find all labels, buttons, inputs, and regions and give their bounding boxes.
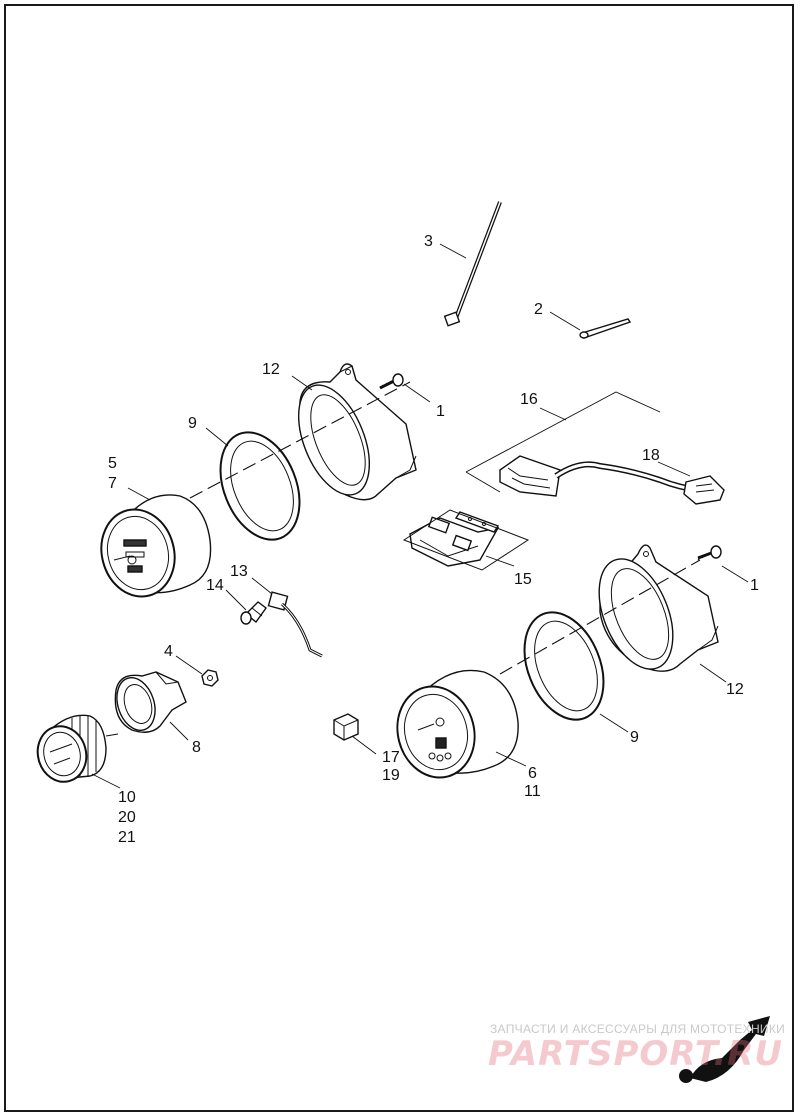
- axis-bottom: [499, 559, 701, 675]
- callout-16: 16: [520, 391, 538, 408]
- callout-19: 19: [382, 767, 400, 784]
- part-17-connector[interactable]: [333, 713, 359, 741]
- watermark-moto-icon: [679, 1016, 770, 1083]
- part-9-ring-top[interactable]: [206, 421, 315, 552]
- part-16-harness[interactable]: [465, 391, 725, 505]
- callout-1-top: 1: [436, 403, 445, 420]
- callout-12-top: 12: [262, 361, 280, 378]
- callout-15: 15: [514, 571, 532, 588]
- callout-8: 8: [192, 739, 201, 756]
- callout-17: 17: [382, 749, 400, 766]
- axis-top: [189, 381, 411, 499]
- callout-3: 3: [424, 233, 433, 250]
- part-14-bulb[interactable]: [240, 601, 267, 625]
- part-4-nut[interactable]: [201, 669, 219, 687]
- callout-13: 13: [230, 563, 248, 580]
- callout-6: 6: [528, 765, 537, 782]
- drawing-border: [4, 4, 794, 1112]
- callout-14: 14: [206, 577, 224, 594]
- part-6-gauge-right[interactable]: [387, 669, 519, 786]
- leader-lines: [91, 243, 749, 789]
- watermark-caption: ЗАПЧАСТИ И АКСЕССУАРЫ ДЛЯ МОТОТЕХНИКИ: [490, 1022, 786, 1036]
- part-1-screw-top[interactable]: [379, 373, 404, 390]
- callout-7: 7: [108, 475, 117, 492]
- callout-labels: 3 2 12 1 9 16 18 5 7 13 14 15 1 4 12 8 9…: [108, 233, 759, 846]
- part-13-sender-wire[interactable]: [267, 591, 323, 658]
- part-3-cable-strap[interactable]: [443, 201, 502, 327]
- part-10-gauge-small[interactable]: [32, 714, 119, 787]
- watermark-brand: PARTSPORT.RU: [488, 1034, 784, 1074]
- callout-12-bottom: 12: [726, 681, 744, 698]
- part-12-bracket-bottom[interactable]: [585, 544, 719, 680]
- callout-10: 10: [118, 789, 136, 806]
- callout-5: 5: [108, 455, 117, 472]
- callout-1-bottom: 1: [750, 577, 759, 594]
- callout-21: 21: [118, 829, 136, 846]
- callout-20: 20: [118, 809, 136, 826]
- callout-9-bottom: 9: [630, 729, 639, 746]
- part-8-bracket-small[interactable]: [111, 671, 187, 735]
- callout-4: 4: [164, 643, 173, 660]
- part-1-screw-bottom[interactable]: [697, 545, 722, 561]
- part-15-fuse-holder[interactable]: [402, 509, 530, 571]
- part-2-pin[interactable]: [579, 318, 632, 339]
- callout-18: 18: [642, 447, 660, 464]
- callout-11: 11: [524, 783, 541, 800]
- callout-9-top: 9: [188, 415, 197, 432]
- part-9-ring-bottom[interactable]: [510, 601, 619, 732]
- callout-2: 2: [534, 301, 543, 318]
- part-5-gauge-left[interactable]: [92, 494, 212, 605]
